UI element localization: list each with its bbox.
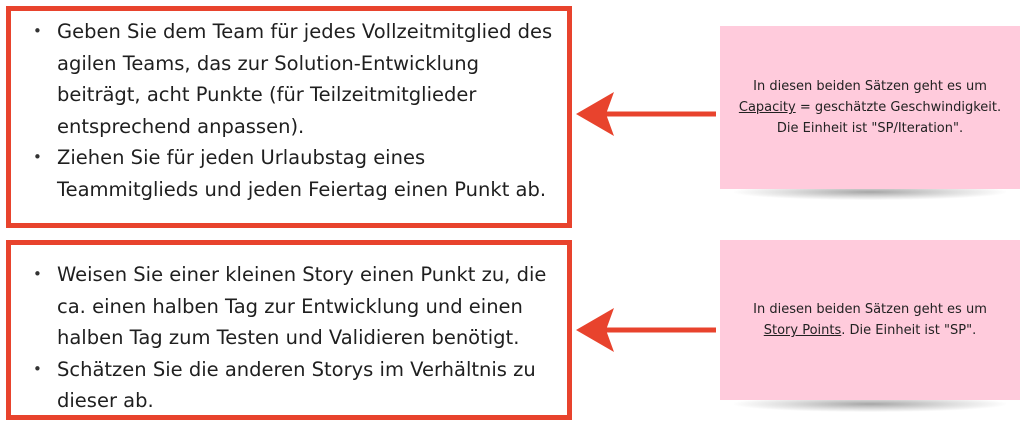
note-lead: In diesen beiden Sätzen geht es um bbox=[753, 302, 987, 317]
sticky-note-text: In diesen beiden Sätzen geht es um Story… bbox=[753, 299, 987, 341]
sticky-note-shadow bbox=[734, 396, 1006, 412]
arrow-left-icon bbox=[576, 92, 716, 136]
story-points-rules-list: Weisen Sie einer kleinen Story einen Pun… bbox=[11, 245, 567, 417]
list-item: Schätzen Sie die anderen Storys im Verhä… bbox=[11, 354, 567, 417]
sticky-note-text: In diesen beiden Sätzen geht es um Capac… bbox=[732, 76, 1008, 139]
note-rest: = geschätzte Geschwindigkeit. Die Einhei… bbox=[776, 100, 1002, 136]
story-points-rules-box: Weisen Sie einer kleinen Story einen Pun… bbox=[6, 240, 572, 420]
capacity-term: Capacity bbox=[738, 100, 796, 115]
list-item: Weisen Sie einer kleinen Story einen Pun… bbox=[11, 259, 567, 354]
sticky-note-story-points: In diesen beiden Sätzen geht es um Story… bbox=[720, 240, 1020, 400]
capacity-rules-list: Geben Sie dem Team für jedes Vollzeitmit… bbox=[11, 11, 567, 205]
list-item: Geben Sie dem Team für jedes Vollzeitmit… bbox=[11, 16, 567, 142]
list-item: Ziehen Sie für jeden Urlaubstag eines Te… bbox=[11, 142, 567, 205]
note-lead: In diesen beiden Sätzen geht es um bbox=[753, 79, 987, 94]
capacity-rules-box: Geben Sie dem Team für jedes Vollzeitmit… bbox=[6, 6, 572, 228]
arrow-left-icon bbox=[576, 308, 716, 352]
sticky-note-capacity: In diesen beiden Sätzen geht es um Capac… bbox=[720, 26, 1020, 189]
story-points-term: Story Points bbox=[763, 323, 842, 338]
note-rest: . Die Einheit ist "SP". bbox=[841, 323, 977, 338]
